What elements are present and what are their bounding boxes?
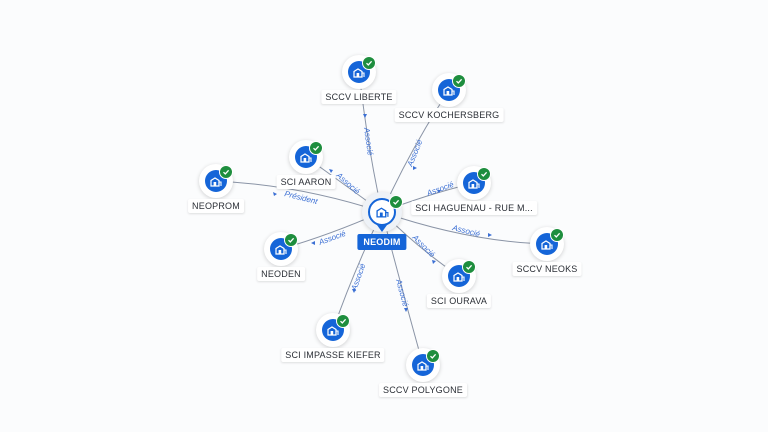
node-label[interactable]: SCI AARON	[276, 175, 336, 189]
arrow-haguenau	[437, 190, 441, 193]
check-icon	[550, 228, 564, 242]
edge-label-ourava: Associé	[410, 232, 437, 259]
edge-label-polygone: Associé	[394, 277, 410, 308]
arrow-aaron	[329, 169, 333, 173]
node-label[interactable]: SCCV LIBERTE	[321, 90, 397, 104]
arrow-neoks	[488, 233, 492, 237]
node-label[interactable]: SCI HAGUENAU - RUE M...	[411, 201, 537, 215]
edge-label-neoprom: Président	[284, 189, 320, 206]
arrow-neoprom	[273, 192, 277, 196]
node-label[interactable]: SCI IMPASSE KIEFER	[281, 348, 385, 362]
node-label[interactable]: SCCV POLYGONE	[379, 383, 467, 397]
check-icon	[309, 141, 323, 155]
check-icon	[426, 349, 440, 363]
edge-label-kochersberg: Associé	[405, 138, 424, 169]
edge-label-neoden: Associé	[317, 229, 348, 248]
check-icon	[336, 314, 350, 328]
check-icon	[284, 233, 298, 247]
edge-label-liberte: Associé	[362, 126, 375, 157]
edge-label-neoks: Associé	[451, 223, 482, 239]
arrow-liberte	[363, 114, 367, 118]
check-icon	[219, 165, 233, 179]
arrows-layer	[273, 114, 492, 312]
arrow-neoden	[311, 241, 315, 245]
node-label[interactable]: SCI OURAVA	[426, 294, 492, 308]
edge-label-haguenau: Associé	[425, 180, 456, 199]
edge-label-aaron: Associé	[334, 170, 362, 196]
check-icon	[452, 74, 466, 88]
arrow-polygone	[404, 308, 408, 312]
center-label[interactable]: NEODIM	[357, 234, 407, 250]
node-label[interactable]: SCCV KOCHERSBERG	[394, 108, 504, 122]
node-label[interactable]: SCCV NEOKS	[512, 262, 582, 276]
arrow-ourava	[432, 260, 436, 264]
node-label[interactable]: NEODEN	[257, 267, 305, 281]
node-label[interactable]: NEOPROM	[188, 199, 244, 213]
edge-label-kiefer: Associé	[349, 262, 368, 293]
edge-neoks	[381, 211, 548, 245]
check-icon	[389, 195, 403, 209]
check-icon	[477, 167, 491, 181]
check-icon	[362, 56, 376, 70]
arrow-kiefer	[352, 289, 356, 293]
pin-pointer	[377, 225, 387, 232]
check-icon	[462, 260, 476, 274]
arrow-kochersberg	[413, 166, 417, 170]
